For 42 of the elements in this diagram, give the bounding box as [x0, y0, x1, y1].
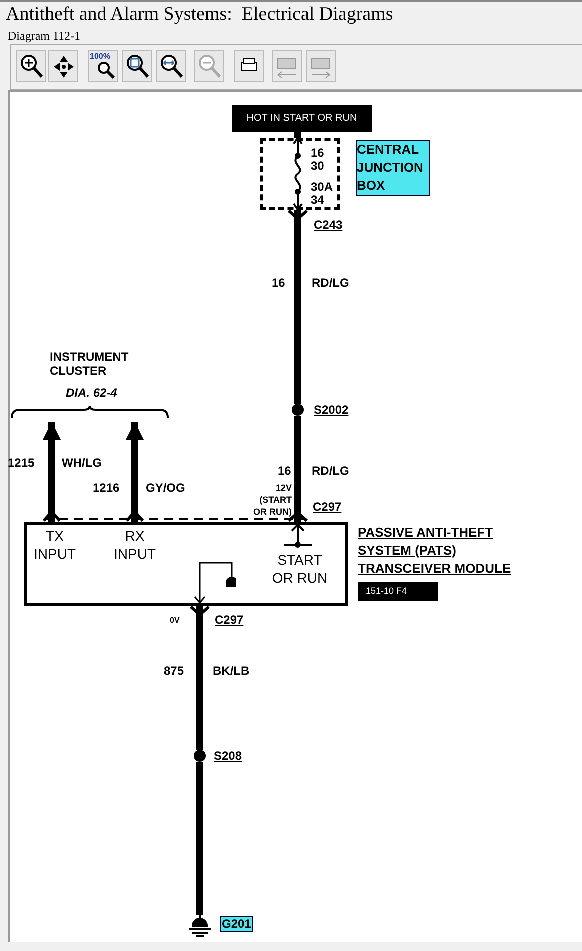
fuse-label: 34: [311, 193, 324, 207]
diagram-reference: DIA. 62-4: [66, 386, 118, 400]
voltage-note: 0V: [170, 615, 180, 627]
fuse-label: 30: [311, 159, 324, 173]
wire: [190, 606, 210, 750]
reference-tag: 151-10 F4: [358, 582, 438, 601]
fuse-label: 16: [311, 146, 324, 160]
ground-label: G201: [220, 916, 254, 932]
wire-arrow: [126, 422, 144, 522]
connector-label: C243: [314, 218, 343, 232]
circuit-number: 16: [278, 464, 292, 478]
wire-color-label: RD/LG: [312, 464, 350, 478]
pin-label: RX INPUT: [113, 527, 157, 563]
diagram-number: Diagram 112-1: [8, 29, 81, 43]
circuit-number: 1216: [93, 481, 120, 495]
circuit-number: 16: [272, 276, 286, 290]
fuse-label: 30A: [311, 180, 334, 194]
wire-color-label: WH/LG: [62, 456, 102, 470]
wire: [294, 132, 302, 138]
button-text: 100%: [90, 52, 110, 61]
window-title: Antitheft and Alarm Systems: Electrical Diagrams: [6, 4, 394, 26]
pin-label: START OR RUN: [271, 551, 329, 587]
component-name: INSTRUMENT CLUSTER: [50, 350, 130, 378]
splice-label: S2002: [314, 403, 349, 417]
connector-label: C297: [215, 613, 244, 627]
wire-color-label: GY/OG: [146, 481, 186, 495]
module-name: PASSIVE ANTI-THEFT SYSTEM (PATS) TRANSCEIVER MODULE: [358, 524, 512, 578]
box-title: CENTRAL JUNCTION BOX: [356, 140, 430, 196]
circuit-number: 875: [164, 664, 184, 678]
voltage-note: 12V (START OR RUN): [252, 482, 292, 518]
wire-arrow: [43, 422, 61, 522]
connector-label: C297: [313, 500, 342, 514]
circuit-number: 1215: [8, 456, 35, 470]
ground-symbol: [188, 915, 212, 937]
wire-color-label: BK/LB: [213, 664, 250, 678]
label-box: HOT IN START OR RUN: [232, 105, 372, 132]
wire: [196, 762, 204, 915]
pin-label: TX INPUT: [33, 527, 77, 563]
wire-color-label: RD/LG: [312, 276, 350, 290]
splice-label: S208: [214, 749, 242, 763]
wire: [288, 416, 308, 522]
wire: [288, 210, 308, 404]
